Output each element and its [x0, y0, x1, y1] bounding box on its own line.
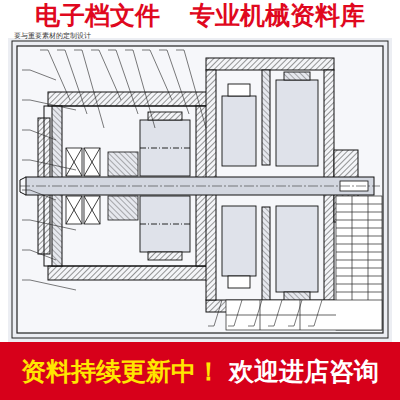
outer-frame — [12, 41, 388, 338]
title-block — [226, 196, 382, 330]
banner-text: 专业机械资料库 — [190, 0, 365, 32]
watermark-note: 要与重要素材的定制设计 — [14, 31, 91, 41]
sheet — [8, 38, 392, 342]
inner-frame — [17, 46, 383, 333]
leader-lines — [22, 50, 322, 326]
main-shaft — [20, 177, 380, 195]
banner-text: 欢迎进店咨询 — [229, 355, 379, 388]
footer-band: 资料持续更新中！欢迎进店咨询 — [0, 342, 400, 400]
header-band: 电子档文件专业机械资料库 — [0, 0, 400, 31]
banner-text: 电子档文件 — [35, 0, 160, 32]
banner-text: 资料持续更新中！ — [21, 355, 221, 388]
